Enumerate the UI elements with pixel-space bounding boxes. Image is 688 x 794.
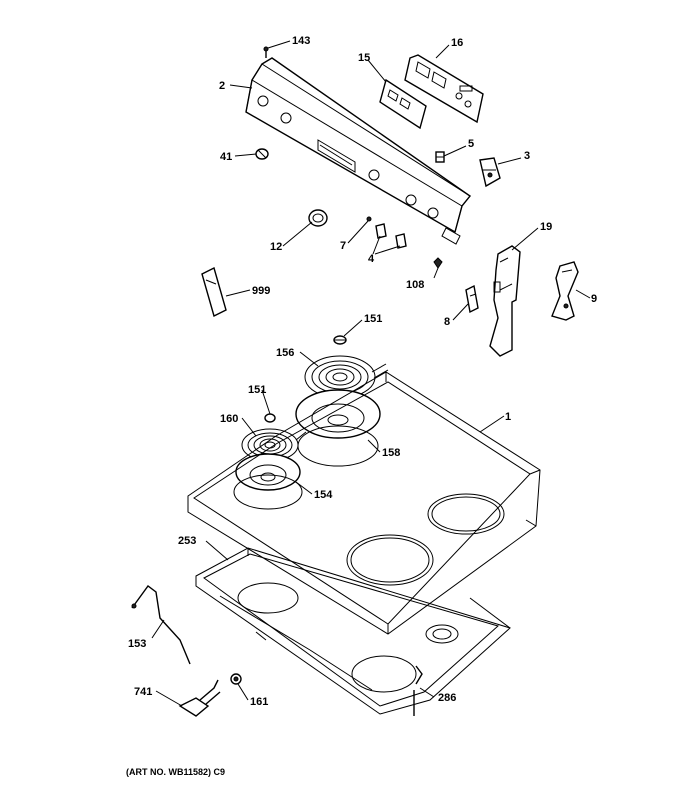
burner-box-253	[195, 547, 511, 715]
clip-286	[413, 665, 423, 716]
knobs-4	[375, 223, 407, 249]
label-1: 1	[505, 411, 511, 423]
switch-3	[479, 157, 501, 188]
knob-151-upper	[333, 335, 347, 345]
label-999: 999	[252, 285, 270, 297]
cooktop-1	[187, 371, 541, 635]
leader-lines	[151, 40, 591, 707]
label-154: 154	[314, 489, 333, 501]
label-286: 286	[438, 692, 456, 704]
label-3: 3	[524, 150, 530, 162]
overlay-15	[379, 78, 427, 130]
bracket-19	[489, 245, 521, 357]
label-156: 156	[276, 347, 294, 359]
label-7: 7	[340, 240, 346, 252]
label-161: 161	[250, 696, 268, 708]
label-151-upper: 151	[364, 313, 382, 325]
label-8: 8	[444, 316, 450, 328]
label-41: 41	[220, 151, 232, 163]
label-2: 2	[219, 80, 225, 92]
drip-pan-154	[235, 453, 301, 491]
knob-151-lower	[264, 413, 276, 423]
part-labels: 143 16 15 2 41 5 3 12 7 4 108 19 999 8 9…	[128, 35, 597, 708]
label-153: 153	[128, 638, 146, 650]
clip-7	[366, 216, 372, 222]
literature-999	[201, 266, 227, 318]
label-158: 158	[382, 447, 400, 459]
art-number-caption: (ART NO. WB11582) C9	[126, 767, 225, 777]
terminal-block-741	[178, 679, 221, 717]
label-19: 19	[540, 221, 552, 233]
clip-8	[465, 284, 479, 314]
drip-pan-158	[295, 389, 381, 439]
control-panel-backsplash	[245, 57, 472, 245]
label-4: 4	[368, 253, 375, 265]
switch-5	[435, 151, 445, 163]
knob-12	[308, 209, 328, 227]
bracket-9	[551, 261, 579, 321]
label-9: 9	[591, 293, 597, 305]
label-15: 15	[358, 52, 370, 64]
display-panel-16	[404, 54, 484, 124]
label-143: 143	[292, 35, 310, 47]
wire-153	[131, 585, 191, 665]
label-741: 741	[134, 686, 152, 698]
clip-161	[230, 673, 242, 685]
knob-41	[255, 148, 269, 160]
screw-143	[263, 46, 269, 58]
label-16: 16	[451, 37, 463, 49]
label-160: 160	[220, 413, 238, 425]
fastener-108	[433, 257, 443, 269]
label-108: 108	[406, 279, 424, 291]
label-5: 5	[468, 138, 474, 150]
label-151-lower: 151	[248, 384, 266, 396]
label-253: 253	[178, 535, 196, 547]
label-12: 12	[270, 241, 282, 253]
